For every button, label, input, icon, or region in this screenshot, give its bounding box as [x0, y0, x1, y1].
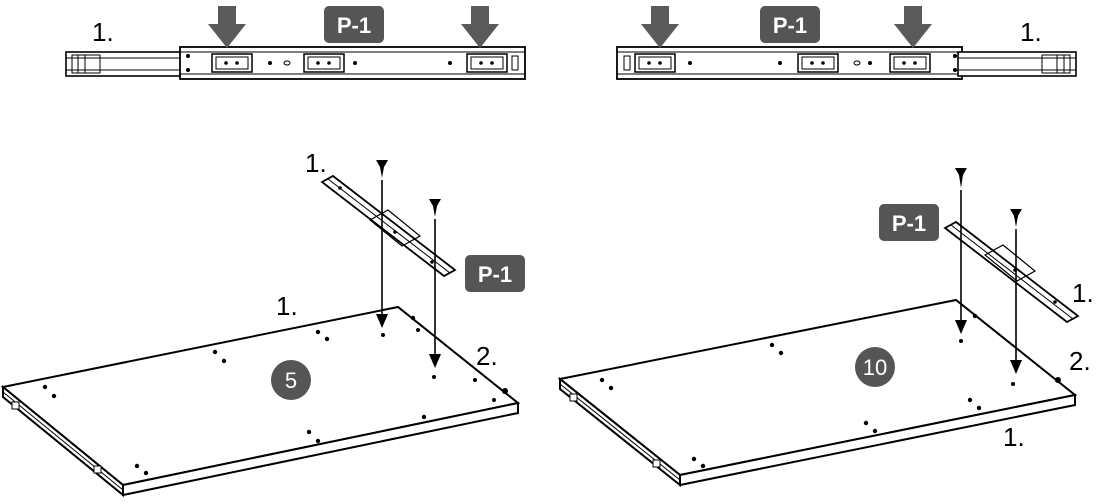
- down-arrow-icon: [894, 6, 932, 48]
- part-label: P-1: [337, 13, 371, 38]
- down-arrow-icon: [641, 6, 679, 48]
- part-label: P-1: [773, 13, 807, 38]
- part-badge: P-1: [760, 6, 820, 43]
- screw-icon: [376, 160, 388, 178]
- part-label: P-1: [892, 211, 926, 236]
- panel-number: 10: [863, 355, 887, 380]
- down-arrow-icon: [1010, 229, 1022, 374]
- down-arrow-icon: [376, 180, 388, 328]
- part-badge: P-1: [879, 204, 939, 241]
- step-label: 1.: [276, 291, 298, 321]
- screw-icon: [429, 199, 441, 217]
- panel-number: 5: [285, 368, 297, 393]
- step-label: 2.: [476, 341, 498, 371]
- down-arrow-icon: [955, 190, 967, 334]
- board-panel-5: [0, 305, 521, 498]
- step-label: 1.: [1072, 278, 1094, 308]
- step-label: 2.: [1069, 346, 1091, 376]
- part-label: P-1: [478, 262, 512, 287]
- drawer-rail: [943, 220, 1080, 324]
- down-arrow-icon: [429, 219, 441, 368]
- top-left-drawer-rail: [65, 46, 526, 80]
- top-right-drawer-rail: [616, 46, 1077, 80]
- drawer-rail: [320, 174, 457, 278]
- screw-icon: [955, 168, 967, 188]
- step-label: 1.: [92, 17, 114, 47]
- down-arrow-icon: [461, 6, 499, 48]
- step-label: 1.: [305, 148, 327, 178]
- part-badge: P-1: [324, 6, 384, 43]
- board-panel-10: [557, 298, 1078, 488]
- panel-number-badge: 5: [271, 360, 311, 400]
- step-label: 1.: [1003, 422, 1025, 452]
- down-arrow-icon: [208, 6, 246, 48]
- screw-icon: [1010, 209, 1022, 227]
- part-badge: P-1: [465, 255, 525, 292]
- panel-number-badge: 10: [855, 347, 895, 387]
- step-label: 1.: [1020, 17, 1042, 47]
